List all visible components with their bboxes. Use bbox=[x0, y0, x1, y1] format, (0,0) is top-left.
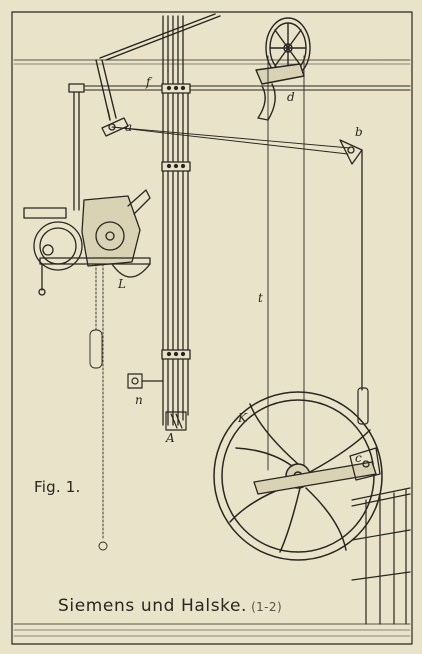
label-K: K bbox=[238, 411, 247, 425]
label-L: L bbox=[118, 277, 126, 291]
label-a: a bbox=[125, 120, 133, 134]
label-A: A bbox=[166, 431, 175, 445]
caption-sub: (1-2) bbox=[251, 600, 283, 614]
figure-caption: Siemens und Halske.(1-2) bbox=[58, 596, 282, 616]
plate-frame bbox=[11, 11, 413, 645]
hanging-chains bbox=[89, 263, 108, 551]
alarm-apparatus-L bbox=[23, 189, 151, 296]
figure-label: Fig. 1. bbox=[34, 478, 81, 496]
caption-main: Siemens und Halske. bbox=[58, 596, 248, 616]
lever-c bbox=[253, 447, 381, 495]
base-railing bbox=[351, 487, 411, 625]
label-t: t bbox=[258, 291, 263, 305]
label-n: n bbox=[135, 393, 143, 407]
label-f: f bbox=[146, 75, 151, 89]
counterweight-b bbox=[357, 387, 369, 425]
central-conduits bbox=[161, 15, 191, 426]
label-c: c bbox=[355, 451, 362, 465]
transmission-wires bbox=[111, 55, 351, 471]
label-b: b bbox=[355, 125, 363, 139]
pulley-d bbox=[255, 17, 311, 121]
ceiling-rods bbox=[71, 13, 411, 121]
bracket-b bbox=[339, 139, 363, 391]
contact-A bbox=[165, 411, 187, 431]
left-pipe bbox=[68, 83, 85, 211]
label-d: d bbox=[287, 90, 295, 104]
terminal-n bbox=[127, 373, 164, 389]
lever-a bbox=[101, 109, 129, 137]
